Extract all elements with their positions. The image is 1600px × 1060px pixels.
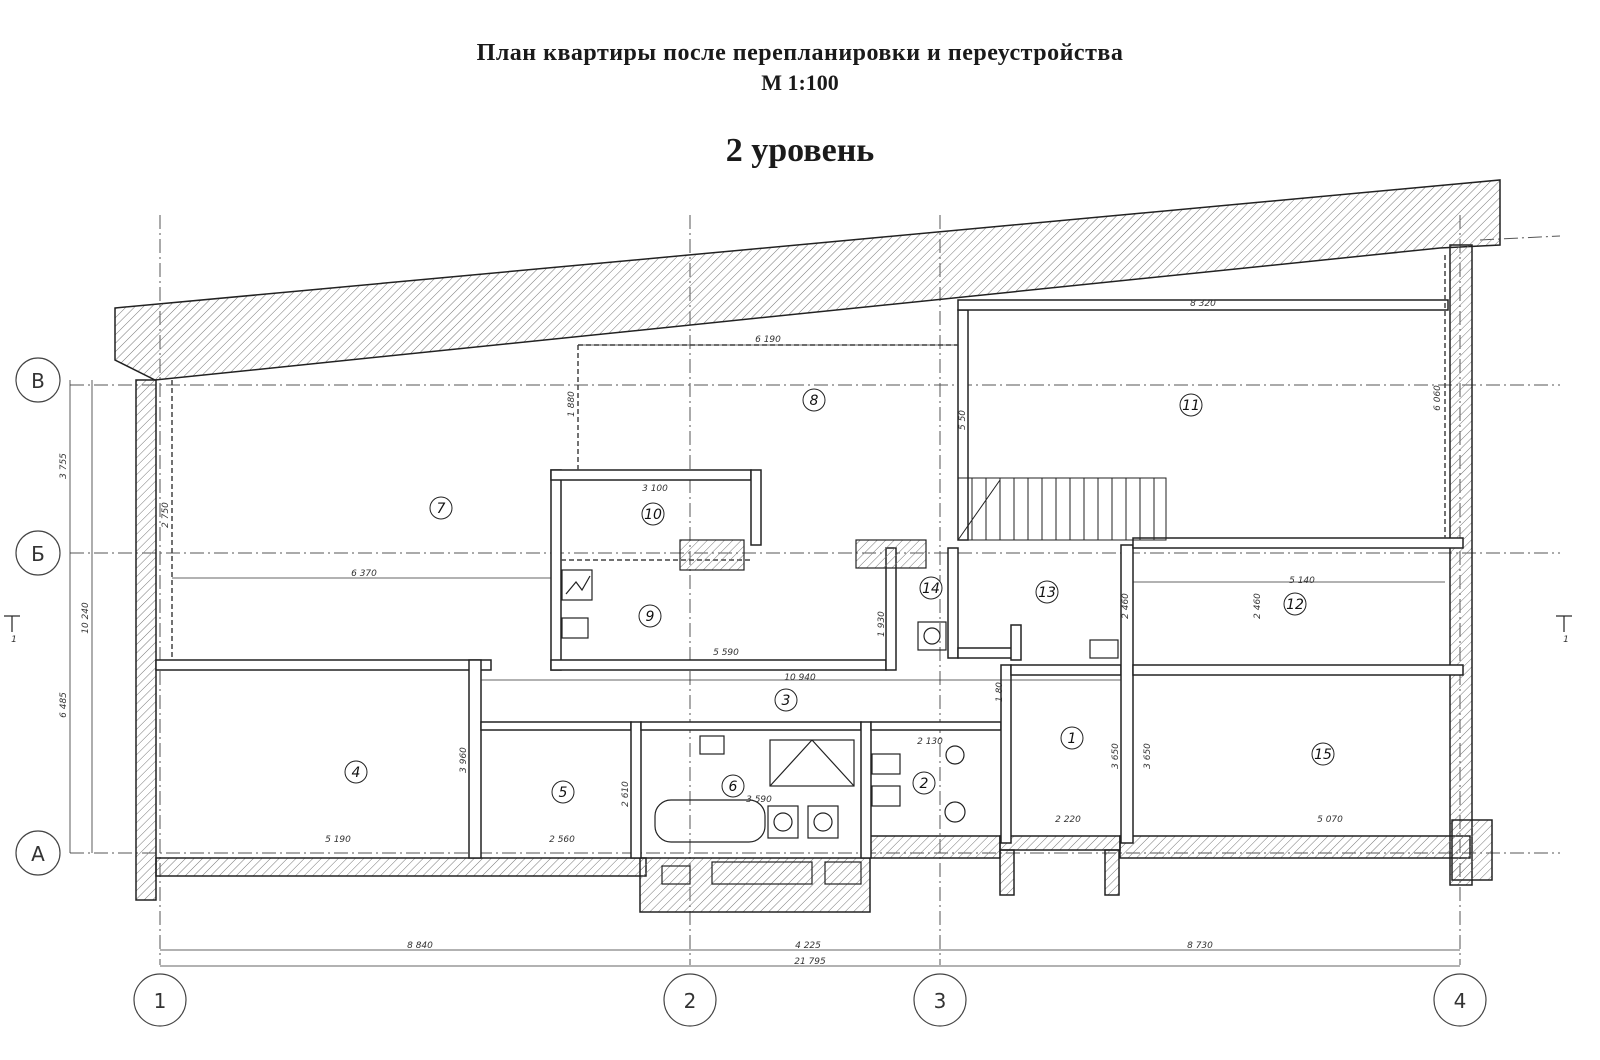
room-label-9: 9 [646,609,655,625]
dim-room8-side: 5 50 [958,410,968,430]
room-label-14: 14 [922,581,940,597]
interior-walls [155,299,1464,859]
dim-room2-width: 2 130 [917,737,943,747]
dim-room14-height: 1 930 [877,611,887,637]
dim-room1-height: 3 650 [1111,743,1121,769]
axis-marker-1 [133,973,187,1027]
room-label-13: 13 [1038,585,1056,601]
room-label-10: 10 [644,507,662,523]
axis-marker-b [15,530,61,576]
staircase [957,477,1167,541]
room-label-15: 15 [1314,747,1332,763]
plan-level: 2 уровень [725,132,875,169]
room-label-6: 6 [729,779,738,795]
top-wall [114,179,1501,381]
room-label-8: 8 [810,393,819,409]
room-label-11: 11 [1182,398,1200,414]
dim-room8-height: 1 880 [567,391,577,417]
axis-label-2: 2 [684,989,697,1013]
room-label-2: 2 [920,776,929,792]
dim-room15-height: 3 650 [1143,743,1153,769]
dim-room8-width: 6 190 [755,335,781,345]
dim-left-2: 6 485 [59,692,69,718]
section-label-left: 1 [11,635,17,645]
dim-room15-width: 5 070 [1317,815,1343,825]
dim-room4-height: 3 960 [459,747,469,773]
room-label-4: 4 [352,765,361,781]
dim-room12-width: 5 140 [1289,576,1315,586]
room-label-3: 3 [782,693,791,709]
dim-bottom-1: 8 840 [407,941,433,951]
dim-room13-height: 2 460 [1121,593,1131,619]
dim-room9-width: 5 590 [713,648,739,658]
exterior-walls [135,244,1493,913]
dim-left-1: 3 755 [59,453,69,479]
dim-left-total: 10 240 [81,602,91,634]
axis-label-4: 4 [1454,989,1467,1013]
section-label-right: 1 [1563,635,1569,645]
dim-room5-height: 2 610 [621,781,631,807]
dim-corridor-width: 10 940 [784,673,816,683]
dim-room7-width: 6 370 [351,569,377,579]
section-markers [4,615,1572,632]
dim-room4-width: 5 190 [325,835,351,845]
axis-label-b: Б [31,542,45,566]
axis-marker-4 [1433,973,1487,1027]
dim-room11-height: 6 060 [1433,385,1443,411]
dim-room7-height: 2 750 [161,502,171,528]
axis-marker-v [15,357,61,403]
axis-label-a: А [31,842,45,866]
axis-marker-2 [663,973,717,1027]
dim-corridor-height: 1 80 [995,682,1005,702]
axis-markers [15,357,1487,1027]
axis-marker-3 [913,973,967,1027]
room-label-12: 12 [1286,597,1304,613]
dimension-lines [69,344,1460,967]
plan-title: План квартиры после перепланировки и пер… [476,40,1124,66]
dim-room5-width: 2 560 [549,835,575,845]
room-label-5: 5 [559,785,568,801]
room-markers [344,388,1335,804]
room-label-7: 7 [437,501,446,517]
room-label-1: 1 [1068,731,1077,747]
dim-bottom-3: 8 730 [1187,941,1213,951]
dim-room11-width: 8 320 [1190,299,1216,309]
dim-bottom-total: 21 795 [794,957,826,967]
dim-room12-height: 2 460 [1253,593,1263,619]
axis-label-3: 3 [934,989,947,1013]
dim-room10-width: 3 100 [642,484,668,494]
axis-label-1: 1 [154,989,167,1013]
axis-marker-a [15,830,61,876]
dim-room1-width: 2 220 [1055,815,1081,825]
dim-room6-width: 3 590 [746,795,772,805]
dim-bottom-2: 4 225 [795,941,821,951]
sanitary-fixtures [561,539,1119,885]
plan-scale: М 1:100 [761,70,839,95]
axis-label-v: В [31,369,45,393]
